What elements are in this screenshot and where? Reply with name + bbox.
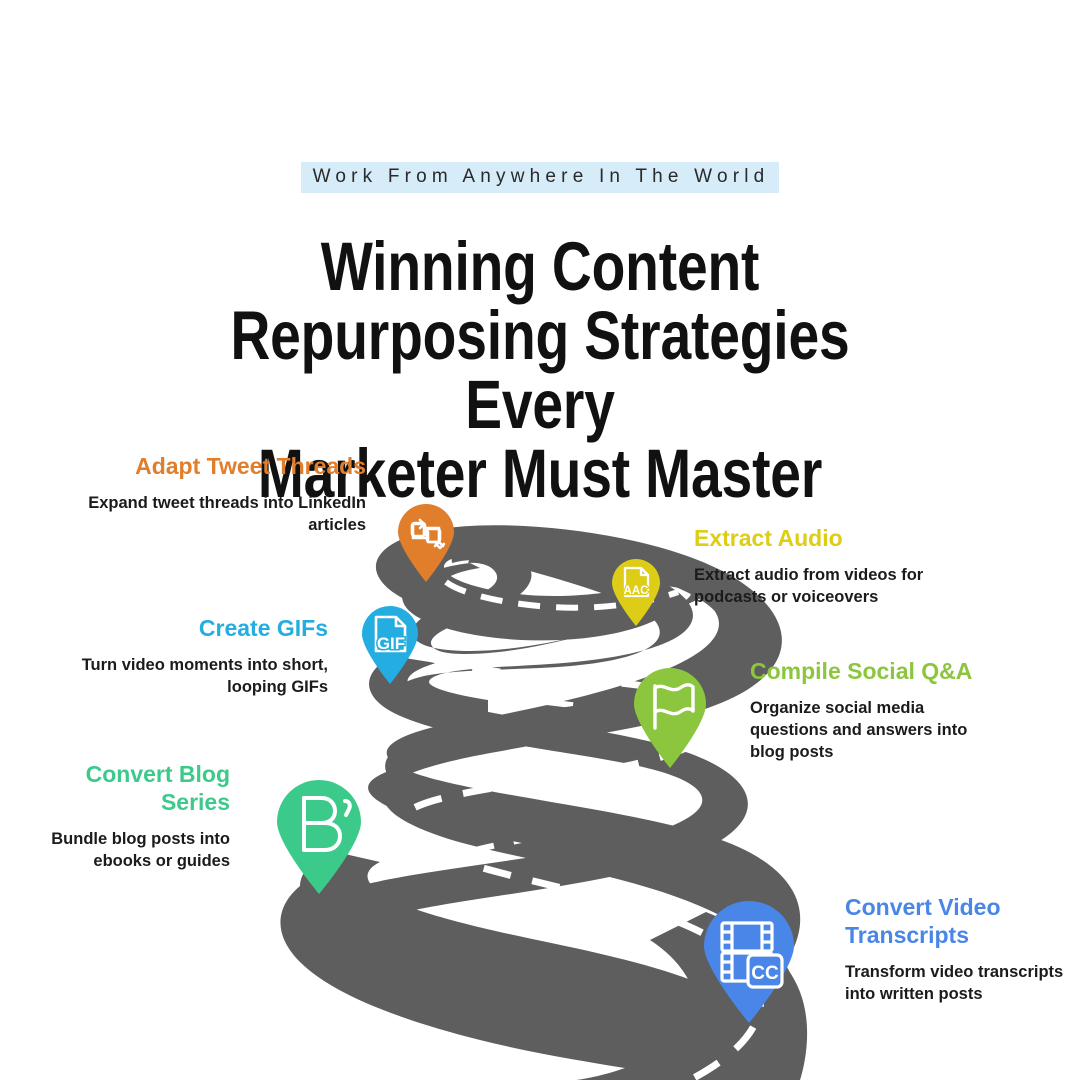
callout-title: Extract Audio (694, 525, 843, 551)
flag-icon (653, 683, 695, 730)
page-title-line-1: Winning Content Repurposing Strategies E… (230, 228, 850, 443)
kicker-badge: Work From Anywhere In The World (300, 162, 780, 193)
pin-shape (398, 504, 454, 582)
road-ribbon (383, 534, 808, 1080)
callout-description: Organize social media questions and answ… (750, 699, 968, 761)
callout-title: Adapt Tweet Threads (135, 453, 366, 479)
callout-description: Expand tweet threads into LinkedIn artic… (88, 494, 366, 534)
aac-file-icon (623, 566, 650, 598)
blogger-b-icon (302, 796, 352, 852)
callout-description: Transform video transcripts into written… (845, 963, 1064, 1003)
film-cc-icon (720, 921, 784, 989)
callout-create-gifs: Create GIFs Turn video moments into shor… (60, 614, 328, 699)
callout-title: Compile Social Q&A (750, 658, 973, 684)
page-title-line-2: Marketer Must Master (257, 435, 823, 512)
road-fill (368, 525, 802, 1080)
callout-convert-video-transcripts: Convert Video Transcripts Transform vide… (845, 893, 1075, 1006)
callout-title: Convert Video Transcripts (845, 894, 1001, 949)
cc-label: CC (751, 963, 779, 984)
aac-file-label: AAC (624, 585, 649, 597)
callout-compile-social-qa: Compile Social Q&A Organize social media… (750, 657, 990, 763)
gif-file-icon (374, 615, 407, 653)
callout-description: Bundle blog posts into ebooks or guides (51, 830, 230, 870)
pin-shape (277, 780, 361, 894)
page-title: Winning Content Repurposing Strategies E… (180, 232, 900, 508)
retweet-icon (410, 518, 446, 550)
callout-description: Extract audio from videos for podcasts o… (694, 566, 924, 606)
pin-shape (634, 668, 706, 768)
road-segment-lower (280, 852, 800, 1080)
gif-file-label: GIF (377, 634, 405, 653)
callout-extract-audio: Extract Audio Extract audio from videos … (694, 524, 984, 609)
callout-title: Convert Blog Series (85, 761, 230, 816)
callout-adapt-tweet-threads: Adapt Tweet Threads Expand tweet threads… (66, 452, 366, 537)
callout-description: Turn video moments into short, looping G… (81, 656, 328, 696)
callout-convert-blog-series: Convert Blog Series Bundle blog posts in… (20, 760, 230, 873)
callout-title: Create GIFs (198, 615, 328, 641)
kicker-container: Work From Anywhere In The World (0, 162, 1080, 193)
